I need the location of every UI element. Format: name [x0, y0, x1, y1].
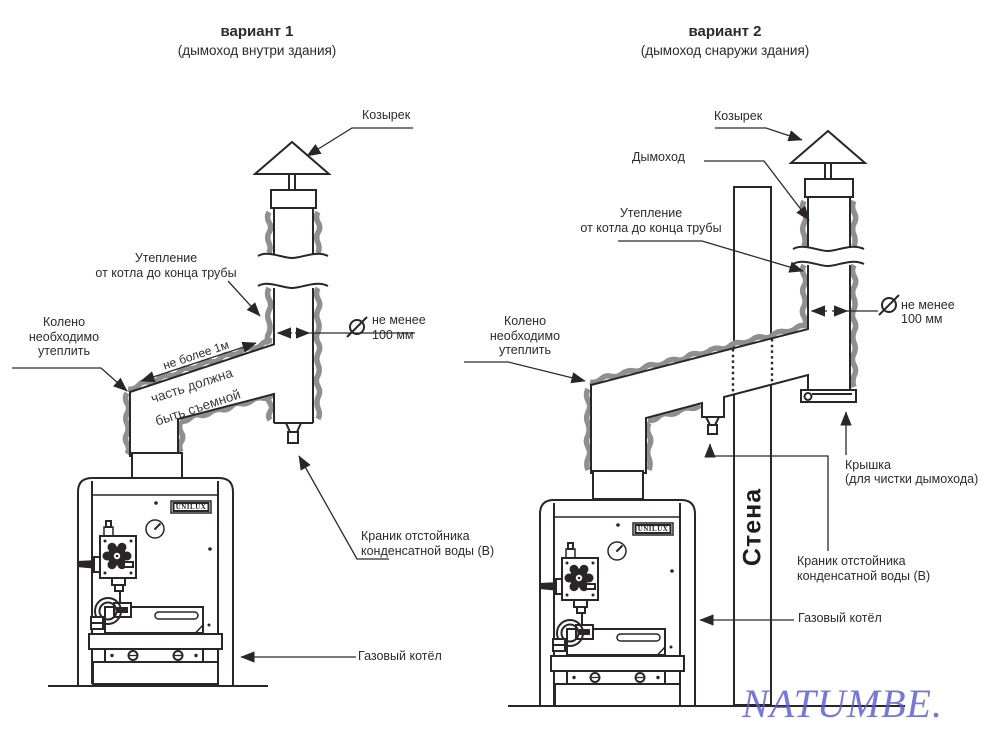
label-cap-v1: Козырек — [362, 108, 411, 122]
label-boiler-v1: Газовый котёл — [358, 649, 442, 663]
label-drain-v1-line2: конденсатной воды (В) — [361, 544, 495, 558]
label-lid-v2-line1: Крышка — [845, 458, 891, 472]
annotations — [12, 127, 900, 663]
diameter-icon — [878, 294, 900, 316]
rain-cap-v1 — [252, 140, 332, 175]
drain-valve-v2 — [704, 416, 721, 426]
label-diameter-v2-line2: 100 мм — [901, 312, 943, 326]
label-elbow-v1: Колено необходимо утеплить — [28, 315, 100, 358]
brand-plate-text-v2: UNILUX — [637, 524, 669, 533]
label-drain-v1-line1: Краник отстойника — [361, 529, 470, 543]
variant2-title: вариант 2 — [688, 23, 762, 40]
label-wall-v2: Стена — [738, 487, 767, 567]
dimension-1m — [140, 341, 257, 383]
label-drain-v2-line1: Краник отстойника — [797, 554, 906, 568]
label-lid-v2-line2: (для чистки дымохода) — [845, 472, 979, 486]
wall-v2 — [733, 186, 772, 706]
chimney-v1 — [252, 140, 332, 444]
variant1-subtitle: (дымоход внутри здания) — [177, 43, 337, 58]
watermark: NATUMBE. KZ — [742, 681, 943, 736]
variant2-subtitle: (дымоход снаружи здания) — [640, 43, 810, 58]
chimney-v2 — [788, 129, 868, 403]
label-insulation-v1: Утепление от котла до конца трубы — [95, 251, 237, 280]
flue-collar-v2 — [592, 470, 644, 500]
flue-collar-v1 — [131, 452, 183, 479]
variant1-title: вариант 1 — [220, 23, 294, 40]
pipe-break-wave — [792, 245, 865, 253]
label-cap-v2: Козырек — [714, 109, 763, 123]
pipe-break-wave — [257, 252, 329, 260]
diameter-icon — [346, 316, 368, 338]
flue-elbow-v2 — [590, 320, 849, 500]
label-elbow-v2: Колено необходимо утеплить — [489, 314, 561, 357]
label-boiler-v2: Газовый котёл — [798, 611, 882, 625]
label-drain-v2-line2: конденсатной воды (В) — [797, 569, 931, 583]
label-diameter-v2-line1: не менее — [901, 298, 955, 312]
label-insulation-v2: Утепление от котла до конца трубы — [580, 206, 722, 235]
label-diameter-v1-line1: не менее — [372, 313, 426, 327]
brand-plate-text-v1: UNILUX — [175, 502, 207, 511]
rain-cap-v2 — [788, 129, 868, 164]
pipe-break-wave — [257, 282, 329, 290]
drain-valve-v1 — [284, 422, 303, 433]
label-diameter-v1-line2: 100 мм — [372, 328, 414, 342]
label-chimney-v2: Дымоход — [632, 150, 685, 164]
